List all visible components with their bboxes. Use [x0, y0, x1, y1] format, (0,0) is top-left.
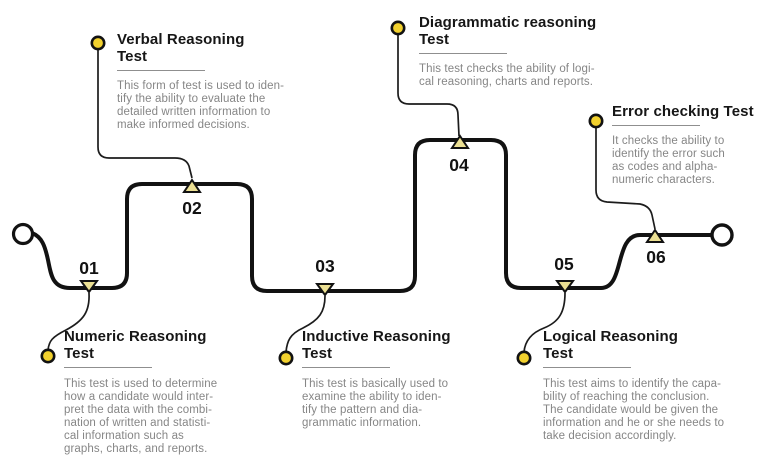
title-underline [302, 367, 390, 368]
step-dot-numeric [40, 348, 56, 364]
step-description: This test is basically used to examine t… [302, 378, 449, 429]
step-title: Numeric Reasoning Test [64, 328, 207, 362]
title-underline [117, 70, 205, 71]
step-title: Diagrammatic reasoning Test [419, 14, 597, 48]
step-description: This test aims to identify the capa- bil… [543, 378, 725, 442]
step-dot-error [588, 113, 604, 129]
step-number-03: 03 [315, 256, 335, 276]
step-description: This test is used to determine how a can… [64, 378, 218, 455]
title-underline [543, 367, 631, 368]
callout-block-logical: Logical Reasoning Test This test aims to… [543, 328, 763, 443]
marker-triangle-01 [79, 280, 99, 294]
callout-line-03 [285, 295, 326, 353]
callout-block-inductive: Inductive Reasoning Test This test is ba… [302, 328, 502, 430]
callout-line-01 [47, 292, 90, 351]
start-terminal-circle [11, 222, 35, 246]
callout-block-verbal: Verbal Reasoning Test This form of test … [117, 31, 332, 132]
callout-block-error-checking: Error checking Test It checks the abilit… [612, 103, 762, 187]
step-number-04: 04 [449, 155, 469, 175]
marker-triangle-02 [182, 178, 202, 193]
title-underline [612, 125, 700, 126]
step-number-06: 06 [646, 247, 666, 267]
step-description: This test checks the ability of logi- ca… [419, 63, 595, 88]
step-dot-verbal [90, 35, 106, 51]
step-number-01: 01 [79, 258, 99, 278]
marker-triangle-03 [315, 283, 335, 297]
step-title: Verbal Reasoning Test [117, 31, 245, 65]
road-path [30, 138, 715, 293]
step-number-02: 02 [182, 198, 202, 218]
callout-line-06 [595, 128, 656, 230]
step-number-05: 05 [554, 254, 574, 274]
step-title: Error checking Test [612, 103, 754, 120]
marker-triangle-04 [450, 134, 470, 149]
callout-line-05 [523, 292, 566, 353]
callout-line-04 [397, 35, 460, 137]
marker-triangle-05 [555, 280, 575, 294]
step-title: Logical Reasoning Test [543, 328, 679, 362]
step-dot-diagrammatic [390, 20, 406, 36]
callout-line-02 [97, 50, 193, 179]
step-description: This form of test is used to iden- tify … [117, 80, 285, 131]
step-dot-inductive [278, 350, 294, 366]
callout-block-numeric: Numeric Reasoning Test This test is used… [64, 328, 264, 455]
end-terminal-circle [710, 223, 734, 247]
title-underline [419, 53, 507, 54]
step-title: Inductive Reasoning Test [302, 328, 451, 362]
title-underline [64, 367, 152, 368]
callout-block-diagrammatic: Diagrammatic reasoning Test This test ch… [419, 14, 644, 89]
step-description: It checks the ability to identify the er… [612, 135, 725, 186]
step-dot-logical [516, 350, 532, 366]
marker-triangle-06 [645, 228, 665, 243]
